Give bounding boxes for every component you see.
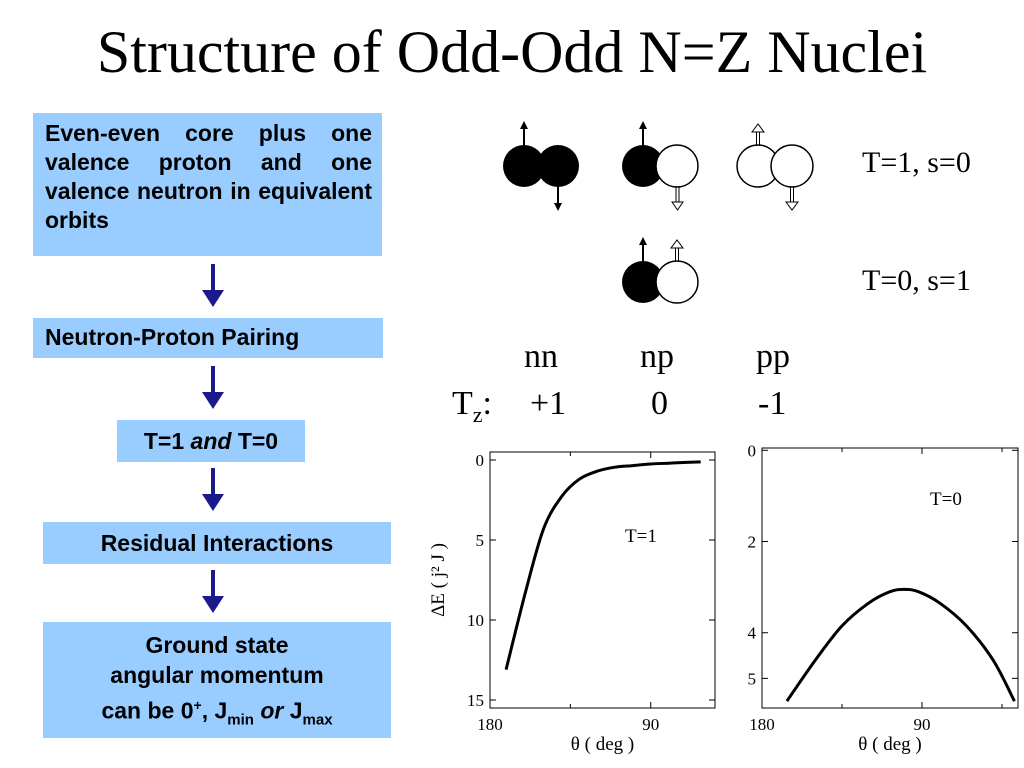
y-axis-label: ΔE ( j² J ) — [428, 543, 449, 617]
flow-arrow-down-icon — [202, 570, 224, 613]
core-description-box: Even-even core plus one valence proton a… — [33, 113, 382, 256]
nn-pair-icon — [503, 121, 579, 211]
tz-value-pp: -1 — [758, 385, 787, 422]
y-tick-label: 2 — [748, 533, 757, 552]
x-tick-label: 180 — [749, 715, 775, 734]
chart-t0: 0 2 4 5 180 90 T=0 θ ( deg ) — [748, 441, 1019, 755]
isospin-pre: T=1 — [143, 428, 191, 454]
x-tick-label: 90 — [642, 715, 659, 734]
ground-state-line1: Ground state — [145, 632, 289, 658]
gs-jmax: J — [289, 697, 303, 724]
pp-pair-icon — [736, 123, 814, 211]
gs-sup: + — [193, 697, 202, 713]
flow-arrow-down-icon — [202, 264, 224, 307]
y-tick-label: 0 — [476, 451, 485, 470]
tz-label-pp: pp — [756, 338, 790, 375]
tz-value-np: 0 — [651, 385, 668, 422]
flow-arrow-down-icon — [202, 468, 224, 511]
x-axis-label: θ ( deg ) — [571, 734, 634, 755]
ground-state-box: Ground state angular momentum can be 0+,… — [43, 622, 391, 738]
flow-arrow-down-icon — [202, 366, 224, 409]
gs-mid: , J — [201, 697, 228, 724]
tz-prefix: Tz: — [452, 385, 492, 427]
page-title: Structure of Odd-Odd N=Z Nuclei — [96, 19, 928, 85]
y-tick-label: 5 — [476, 531, 485, 550]
curve-annotation: T=1 — [625, 526, 657, 547]
y-tick-label: 15 — [467, 691, 484, 710]
nucleon-pairs-diagram — [503, 121, 814, 304]
series-line — [504, 460, 701, 670]
chart-t1: 0 5 10 15 180 90 T=1 θ ( deg ) ΔE ( j² J ) — [428, 451, 716, 755]
plot-frame — [761, 447, 1019, 709]
y-tick-label: 10 — [467, 611, 484, 630]
y-tick-label: 0 — [748, 441, 757, 460]
ground-state-line2: angular momentum — [110, 662, 324, 688]
ground-state-line3: can be 0+, Jmin or Jmax — [43, 690, 391, 735]
tz-label-np: np — [640, 338, 674, 375]
gs-or: or — [260, 697, 284, 724]
y-tick-label: 4 — [748, 624, 757, 643]
gs-jmin-sub: min — [227, 711, 254, 729]
t0-label: T=0, s=1 — [862, 264, 971, 297]
curve-annotation: T=0 — [930, 489, 962, 510]
isospin-and: and — [190, 428, 232, 454]
tz-value-nn: +1 — [530, 385, 567, 422]
x-tick-label: 90 — [914, 715, 931, 734]
residual-interactions-box: Residual Interactions — [43, 522, 391, 564]
x-tick-label: 180 — [477, 715, 503, 734]
np-pair-icon — [622, 121, 699, 211]
isospin-post: T=0 — [231, 428, 279, 454]
plot-frame — [489, 451, 716, 709]
y-tick-label: 5 — [748, 669, 757, 688]
np-t0-pair-icon — [622, 237, 699, 304]
gs-pre: can be 0 — [101, 697, 194, 724]
x-axis-label: θ ( deg ) — [858, 734, 921, 755]
tz-label-nn: nn — [524, 338, 558, 375]
t1-label: T=1, s=0 — [862, 146, 971, 179]
gs-jmax-sub: max — [302, 711, 333, 729]
isospin-box: T=1 and T=0 — [117, 420, 305, 462]
pairing-box: Neutron-Proton Pairing — [33, 318, 383, 358]
series-line — [785, 587, 1016, 703]
